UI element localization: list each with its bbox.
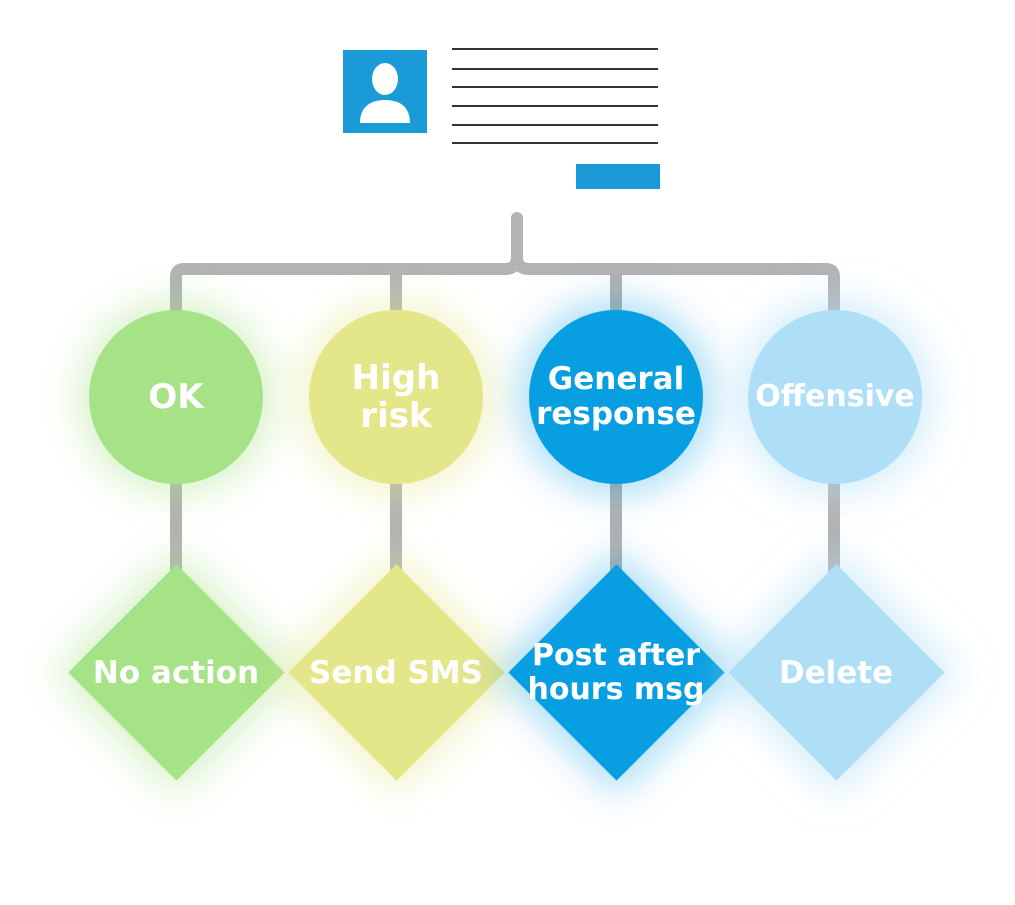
user-silhouette-icon: [360, 63, 410, 123]
action-post-after-hours-msg-label: Post after hours msg: [527, 638, 705, 707]
post-text-line: [452, 48, 658, 50]
post-text-line: [452, 68, 658, 70]
trunk-connector: [170, 212, 523, 321]
action-no-action-label: No action: [92, 654, 260, 691]
post-text-line: [452, 105, 658, 107]
social-post-card: [343, 48, 663, 193]
category-offensive: Offensive: [748, 310, 922, 484]
action-send-sms-label: Send SMS: [309, 654, 483, 691]
post-action-bar: [576, 164, 660, 189]
post-text-line: [452, 124, 658, 126]
category-ok-label: OK: [148, 376, 204, 417]
branch-connector-right: [511, 251, 840, 321]
category-ok: OK: [89, 310, 263, 484]
post-text-line: [452, 142, 658, 144]
category-general-response: General response: [529, 310, 703, 484]
category-offensive-label: Offensive: [755, 379, 915, 415]
category-high-risk: High risk: [309, 310, 483, 484]
category-general-response-label: General response: [536, 361, 696, 432]
action-delete-label: Delete: [778, 654, 894, 691]
avatar: [343, 50, 427, 133]
post-text-line: [452, 86, 658, 88]
category-high-risk-label: High risk: [351, 357, 441, 436]
